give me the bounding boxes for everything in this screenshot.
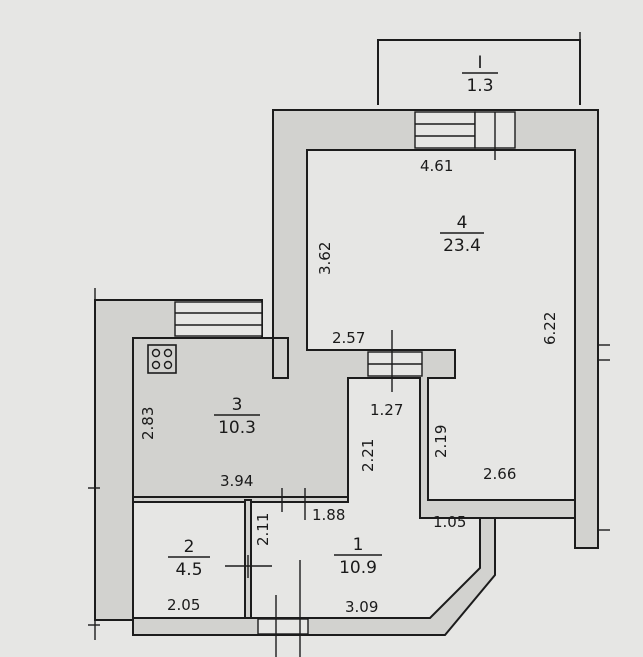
bathroom-number: 2 [184, 537, 195, 557]
loggia-area: 1.3 [466, 76, 493, 96]
dim-bath-width: 2.05 [167, 596, 200, 614]
dim-hall-corner: 1.05 [433, 513, 466, 531]
dim-living-left: 3.62 [316, 242, 334, 275]
room-labels: I 1.3 4 23.4 3 10.3 2 4.5 1 10.9 [168, 53, 498, 580]
door-marks [225, 488, 306, 578]
bottom-wall [132, 517, 496, 636]
dim-bath-height: 2.11 [254, 513, 272, 546]
windows [174, 111, 516, 657]
dim-kitchen-height: 2.83 [139, 407, 157, 440]
dim-living-lower: 2.19 [432, 425, 450, 458]
hall-area: 10.9 [339, 558, 377, 578]
dim-hall-bottom: 3.09 [345, 598, 378, 616]
entrance-door [257, 618, 309, 635]
hall-number: 1 [353, 535, 364, 555]
living-number: 4 [457, 213, 468, 233]
loggia-outline [377, 39, 581, 105]
dim-living-width: 4.61 [420, 157, 453, 175]
window-living [414, 111, 476, 149]
dim-living-bottom: 2.66 [483, 465, 516, 483]
dim-kitchen-right: 2.21 [359, 439, 377, 472]
dim-corridor: 1.27 [370, 401, 403, 419]
dim-living-right: 6.22 [541, 312, 559, 345]
living-area: 23.4 [443, 236, 481, 256]
dim-kitchen-width: 3.94 [220, 472, 253, 490]
window-kitchen [174, 301, 263, 337]
loggia-number: I [477, 53, 482, 73]
kitchen-area: 10.3 [218, 418, 256, 438]
dim-hall-top: 1.88 [312, 506, 345, 524]
stove-icon [147, 344, 177, 374]
dim-living-inner: 2.57 [332, 329, 365, 347]
kitchen-number: 3 [232, 395, 243, 415]
kitchen-hall-partition [132, 496, 349, 503]
bathroom-area: 4.5 [175, 560, 202, 580]
dimension-labels: 4.61 3.62 6.22 2.57 1.27 2.19 2.66 2.83 … [139, 157, 559, 616]
